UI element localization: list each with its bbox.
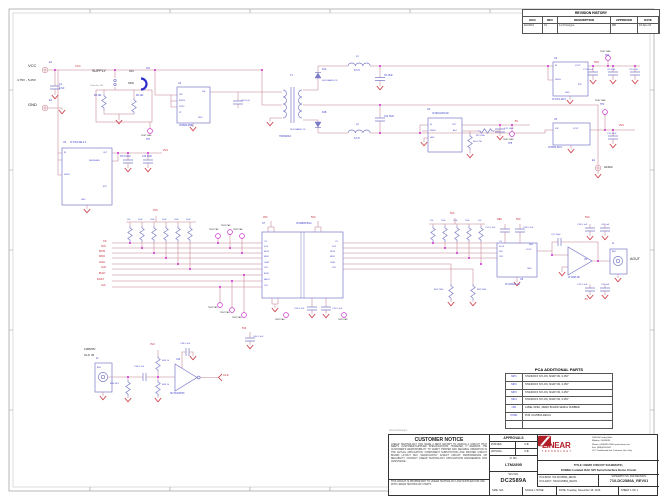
divider	[389, 479, 489, 480]
rev-header-cell: DESCRIPTION	[558, 17, 611, 23]
components	[49, 61, 641, 397]
customer-notice: CUSTOMER NOTICE LINEAR TECHNOLOGY HAS MA…	[389, 435, 490, 495]
pca-bom-cell: PCA BOM: 700-DC2589A_REV01 PCA ASSY: 700…	[538, 475, 599, 486]
sku-label: SKU NO.	[508, 472, 519, 476]
rev-header-cell: APPROVED	[611, 17, 638, 23]
approval-value: ILB	[524, 443, 529, 446]
rev-row-cell: MB	[611, 24, 638, 33]
pca-parts-title: PCA ADDITIONAL PARTS	[534, 367, 584, 372]
ic-no-cell: IC NO. LTM2895	[490, 457, 537, 472]
rev-header-cell: DATE	[638, 17, 659, 23]
approvals-title: APPROVALS	[490, 435, 537, 442]
pca-part-desc: STANDOFF NYLON, SNAP ON, 0.250"	[525, 398, 569, 402]
turrets-and-pads	[41, 55, 611, 318]
pca-part-row	[506, 420, 612, 428]
size-cell: SIZE: N/A	[490, 487, 523, 495]
brand-line2: TECHNOLOGY	[542, 449, 573, 453]
date-cell: DATE: Tuesday, November 15, 2016	[557, 487, 619, 495]
approval-value: ILB	[524, 450, 529, 453]
pca-part-ref: MP2	[506, 381, 523, 389]
address-line: 1630 McCarthy Blvd.	[592, 437, 613, 439]
pca-part-ref: MP4	[506, 397, 523, 405]
ic-no-label: IC NO.	[509, 457, 518, 460]
drawing-title: TITLE: DEMO CIRCUIT SCHEMATIC, 100MHz Is…	[538, 461, 659, 475]
customer-notice-title: CUSTOMER NOTICE	[414, 436, 464, 443]
bottom-row: SIZE: N/A SCALE = NONE DATE: Tuesday, No…	[490, 487, 659, 495]
address-line: Phone: (408)432-1900 www.linear.com	[592, 443, 630, 446]
title-line1: TITLE: DEMO CIRCUIT SCHEMATIC,	[573, 463, 624, 467]
pca-assy: PCA ASSY: 700-DC2589A_REV01	[539, 479, 578, 483]
approvals-block: APPROVALS PCB DES. ILB APP ENG. ILB IC NO. …	[490, 435, 538, 487]
pca-part-desc	[523, 421, 612, 428]
sku-value: DC2589A	[500, 478, 527, 484]
pca-part-ref	[506, 420, 523, 428]
company-block: LINEAR TECHNOLOGY 1630 McCarthy Blvd.Mil…	[538, 435, 659, 461]
junction-dots	[54, 65, 636, 378]
customer-notice-footer: THIS CIRCUIT IS PROPRIETARY TO LINEAR TE…	[391, 481, 485, 486]
pca-part-ref: MP1	[506, 374, 523, 381]
pca-bom: PCA BOM: 700-DC2589A_REV01	[539, 476, 577, 479]
pca-part-ref: PCB1	[506, 412, 523, 420]
scale-cell: SCALE = NONE	[523, 487, 557, 495]
approval-row: APP ENG. ILB	[490, 449, 537, 456]
pca-part-desc: STANDOFF NYLON, SNAP ON, 0.250"	[525, 390, 569, 394]
pca-part-desc: PCB, DC2589A REV01	[525, 413, 551, 417]
approval-row: PCB DES. ILB	[490, 442, 537, 449]
address-line: Fax: (408)434-0507	[592, 446, 612, 449]
sheet-cell: SHEET 1 OF 1	[621, 489, 638, 492]
wires	[48, 60, 640, 398]
lt-logo-icon	[538, 435, 551, 447]
rev-header-cell: REV	[543, 17, 558, 23]
pca-part-desc: STANDOFF NYLON, SNAP ON, 0.250"	[525, 375, 569, 378]
pca-part-ref: MP3	[506, 389, 523, 397]
sku-cell: SKU NO. DC2589A	[490, 473, 537, 488]
rev-row-cell: ECO016	[523, 24, 543, 33]
pca-part-desc: LABEL SPEC, DEMO BOARD SERIAL NUMBER	[525, 406, 580, 410]
approval-label: PCB DES.	[490, 442, 516, 448]
cad-watermark: eCircuit Designs	[389, 429, 408, 432]
title-block: CUSTOMER NOTICE LINEAR TECHNOLOGY HAS MA…	[388, 434, 659, 496]
brand-text: LINEAR TECHNOLOGY	[542, 442, 573, 453]
revision-history-title: REVISION HISTORY	[523, 10, 659, 17]
sheet-border	[8, 8, 655, 492]
schematic-no-value: 710-DC2589A_REV01	[609, 479, 649, 483]
approvals-rows: PCB DES. ILB APP ENG. ILB	[490, 442, 537, 456]
rev-header-cell: ECO	[523, 17, 543, 23]
address-line: LTC Confidential-For Customer Use Only	[592, 450, 632, 453]
customer-notice-body: LINEAR TECHNOLOGY HAS MADE A BEST EFFORT…	[391, 443, 487, 464]
ground-symbols	[51, 79, 639, 403]
brand-line1: LINEAR	[542, 441, 571, 450]
title-line2: 100MHz Isolated DAC SPI Serial Interface…	[560, 468, 637, 472]
schematic-no-cell: SCHEMATIC NO. AND REVISION: 710-DC2589A_…	[599, 475, 659, 486]
rev-row-cell: 01	[543, 24, 558, 33]
rev-row-cell: 1st Prototype	[558, 24, 611, 33]
ic-no-value: LTM2895	[505, 461, 522, 467]
pca-part-desc: STANDOFF NYLON, SNAP ON, 0.250"	[525, 382, 569, 386]
address-line: Milpitas, CA 95035	[592, 440, 611, 443]
approval-label: APP ENG.	[490, 449, 516, 455]
schematic-no-label: SCHEMATIC NO. AND REVISION:	[611, 476, 647, 478]
rev-row-cell: 15-Nov-16	[638, 24, 659, 33]
linear-technology-logo: LINEAR TECHNOLOGY	[538, 435, 592, 460]
pca-part-ref: LB1	[506, 405, 523, 412]
ids-row: PCA BOM: 700-DC2589A_REV01 PCA ASSY: 700…	[538, 475, 659, 487]
